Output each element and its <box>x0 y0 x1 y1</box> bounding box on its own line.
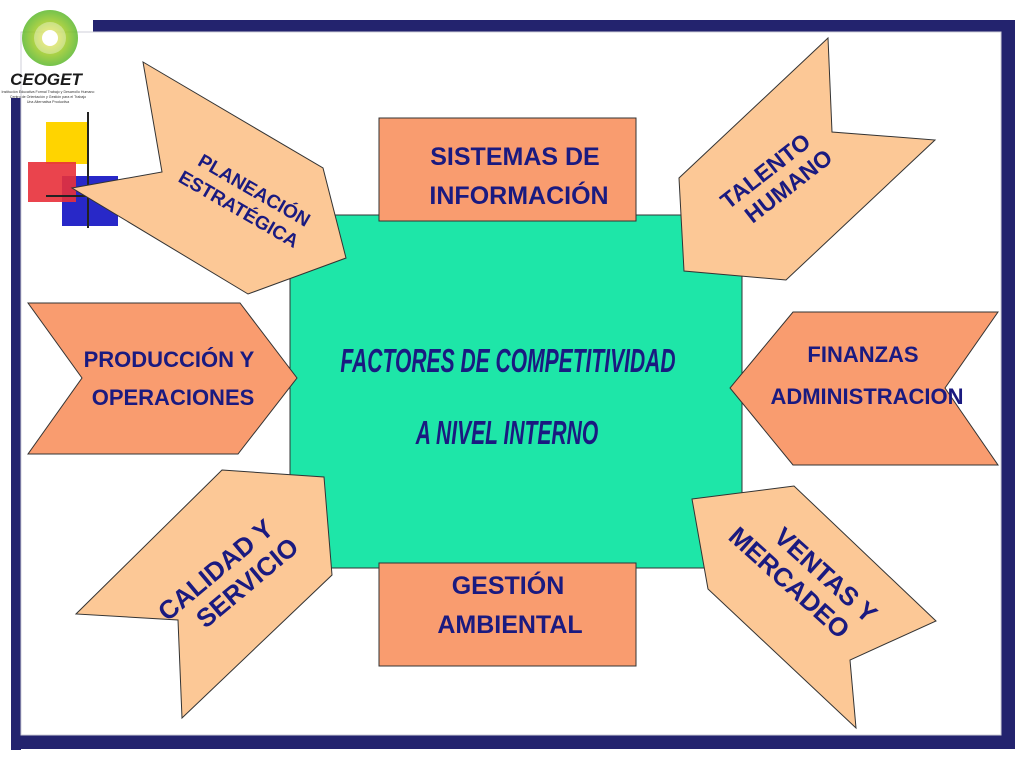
logo: CEOGET Institución Educativa Formal Trab… <box>2 10 95 104</box>
arrow-planeacion-estrategica: PLANEACIÓN ESTRATÉGICA <box>70 61 347 295</box>
box-sistemas-informacion: SISTEMAS DE INFORMACIÓN <box>378 117 637 222</box>
arrow-talento-humano: TALENTO HUMANO <box>678 36 937 281</box>
arrow-finanzas-line1: FINANZAS <box>807 342 918 367</box>
box-sistemas-line1: SISTEMAS DE <box>430 143 599 171</box>
decorative-squares <box>28 112 122 228</box>
center-factors: FACTORES DE COMPETITIVIDAD A NIVEL INTER… <box>289 214 743 569</box>
arrow-finanzas-line2: ADMINISTRACION <box>770 384 963 409</box>
box-gestion-line1: GESTIÓN <box>452 570 565 600</box>
logo-name: CEOGET <box>10 70 83 89</box>
arrow-produccion-line1: PRODUCCIÓN Y <box>84 347 255 372</box>
slide-frame <box>11 20 1015 750</box>
center-title-line1: FACTORES DE COMPETITIVIDAD <box>340 342 675 379</box>
box-sistemas-line2: INFORMACIÓN <box>429 180 608 210</box>
center-title-line2: A NIVEL INTERNO <box>415 414 598 451</box>
arrow-produccion-line2: OPERACIONES <box>92 385 255 410</box>
arrow-calidad-servicio: CALIDAD Y SERVICIO <box>74 469 333 720</box>
logo-subtitle-3: Una Alternativa Productiva <box>27 100 69 104</box>
logo-sunburst-icon <box>22 10 78 66</box>
box-gestion-ambiental: GESTIÓN AMBIENTAL <box>378 562 637 667</box>
arrow-produccion-operaciones: PRODUCCIÓN Y OPERACIONES <box>27 302 298 455</box>
box-gestion-line2: AMBIENTAL <box>437 611 582 639</box>
logo-subtitle-2: Centro de Orientación y Gestión para el … <box>10 95 86 99</box>
arrow-finanzas-administracion: FINANZAS ADMINISTRACION <box>729 311 999 466</box>
arrow-ventas-mercadeo: VENTAS Y MERCADEO <box>691 485 937 730</box>
logo-subtitle-1: Institución Educativa Formal Trabajo y D… <box>2 90 95 94</box>
